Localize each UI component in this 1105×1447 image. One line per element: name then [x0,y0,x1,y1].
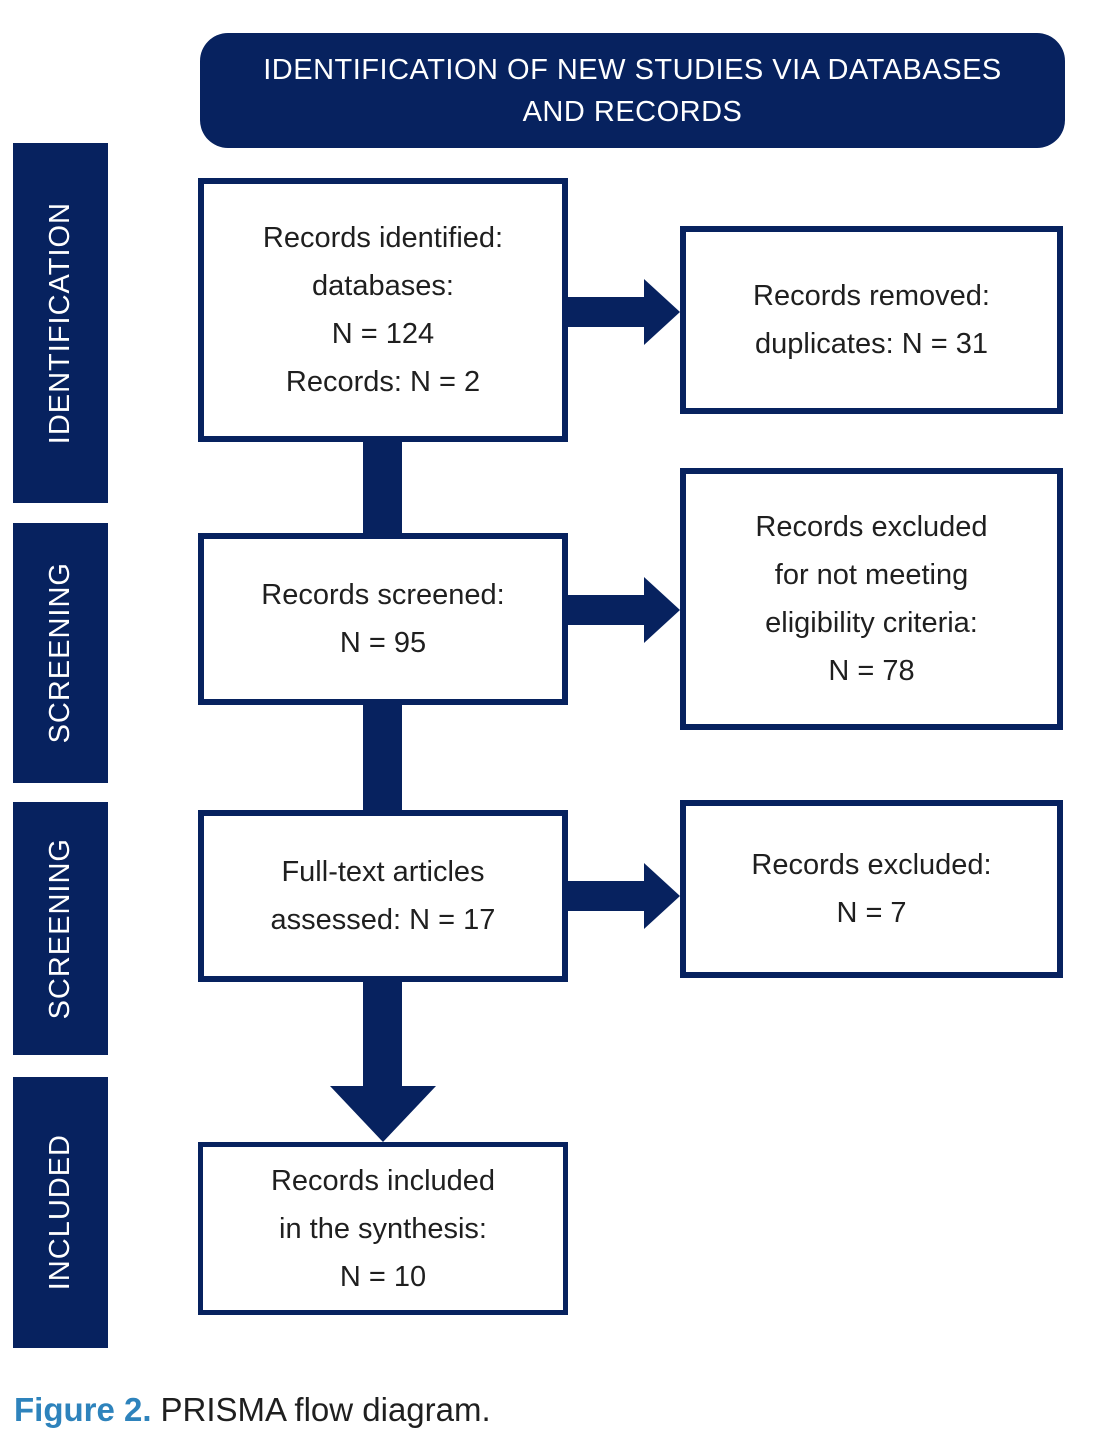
box-line: assessed: N = 17 [270,904,496,936]
arrow-screened-excluded-head [644,577,680,643]
connector-screened-fulltext [363,699,402,816]
box-line: Full-text articles [281,856,485,888]
stage-label: INCLUDED [44,1134,76,1291]
box-line: Records included [270,1164,496,1197]
box-records-excluded: Records excluded: N = 7 [680,800,1063,978]
arrow-fulltext-excluded-stem [562,881,648,911]
box-line: Records identified: [262,222,504,254]
box-line: Records removed: [753,280,990,312]
box-fulltext-assessed: Full-text articles assessed: N = 17 [198,810,568,982]
figure-caption: Figure 2.PRISMA flow diagram. [14,1390,491,1430]
stage-screening-1: SCREENING [13,523,108,783]
box-records-identified: Records identified: databases: N = 124 R… [198,178,568,442]
box-line: N = 10 [339,1260,427,1293]
box-line: Records excluded: [751,849,992,881]
box-line: Records excluded [755,511,988,543]
box-line: databases: [312,270,454,302]
diagram-title-line1: IDENTIFICATION OF NEW STUDIES VIA DATABA… [263,53,1002,86]
box-records-excluded-eligibility: Records excluded for not meeting eligibi… [680,468,1063,730]
stage-label: SCREENING [44,562,76,744]
connector-identified-screened [363,436,402,539]
box-line: N = 124 [331,318,435,350]
stage-screening-2: SCREENING [13,802,108,1055]
figure-caption-text: PRISMA flow diagram. [160,1391,491,1428]
arrow-identified-removed-head [644,279,680,345]
box-line: Records screened: [261,579,505,611]
box-line: for not meeting [774,559,969,591]
stage-label: SCREENING [44,837,76,1020]
box-line: in the synthesis: [279,1212,487,1245]
arrow-fulltext-included-head [330,1086,436,1142]
box-line: eligibility criteria: [765,607,978,639]
box-line: duplicates: N = 31 [755,328,988,360]
box-records-screened: Records screened: N = 95 [198,533,568,705]
diagram-header-banner: IDENTIFICATION OF NEW STUDIES VIA DATABA… [200,33,1065,148]
arrow-fulltext-excluded-head [644,863,680,929]
diagram-title-line2: AND RECORDS [522,95,743,128]
box-line: N = 7 [836,897,907,929]
arrow-identified-removed-stem [562,297,648,327]
figure-caption-label: Figure 2. [14,1391,152,1428]
box-records-included: Records included in the synthesis: N = 1… [198,1142,568,1315]
box-line: N = 95 [339,627,427,659]
stage-label: IDENTIFICATION [44,201,76,445]
arrow-fulltext-included-stem [363,976,402,1088]
arrow-screened-excluded-stem [562,595,648,625]
box-line: Records: N = 2 [285,366,481,398]
stage-identification: IDENTIFICATION [13,143,108,503]
stage-included: INCLUDED [13,1077,108,1348]
box-records-removed: Records removed: duplicates: N = 31 [680,226,1063,414]
box-line: N = 78 [828,655,915,687]
